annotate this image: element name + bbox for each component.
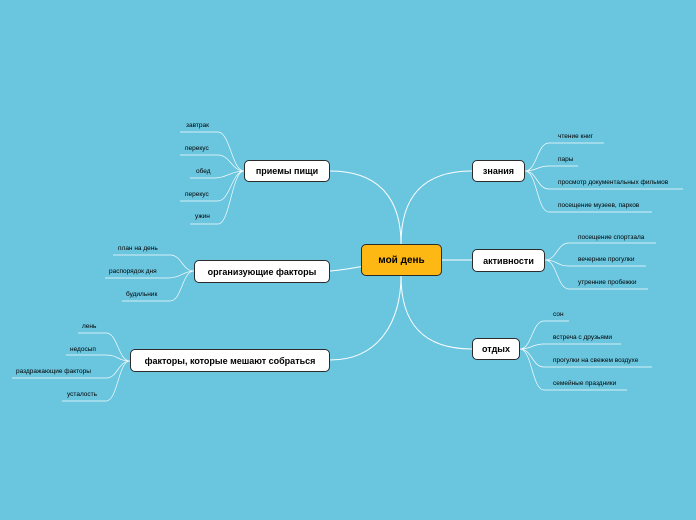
leaf-meals-snack-2[interactable]: перекус (185, 191, 209, 198)
branch-rest[interactable]: отдых (472, 338, 520, 360)
leaf-knowledge-classes[interactable]: пары (558, 156, 574, 163)
leaf-meals-dinner[interactable]: ужин (195, 213, 210, 220)
leaf-hindering-fatigue[interactable]: усталость (67, 391, 98, 398)
link-center-hindering (329, 275, 402, 361)
leaf-knowledge-documentaries[interactable]: просмотр документальных фильмов (558, 179, 669, 186)
branch-hindering[interactable]: факторы, которые мешают собраться (130, 349, 330, 372)
branch-meals[interactable]: приемы пищи (244, 160, 330, 182)
link-center-knowledge (400, 170, 473, 245)
leaf-meals-lunch[interactable]: обед (196, 168, 211, 175)
center-node[interactable]: мой день (361, 244, 442, 276)
leaf-activities-gym[interactable]: посещение спортзала (578, 234, 645, 241)
leaf-hindering-laziness[interactable]: лень (82, 323, 97, 330)
leaf-rest-sleep[interactable]: сон (553, 311, 564, 318)
leaf-knowledge-museums[interactable]: посещение музеев, парков (558, 202, 640, 209)
branch-knowledge[interactable]: знания (472, 160, 525, 182)
leaf-hindering-sleep-deprivation[interactable]: недосып (70, 346, 96, 353)
leaf-organizing-plan[interactable]: план на день (118, 245, 158, 252)
leaf-rest-family-holidays[interactable]: семейные праздники (553, 380, 617, 387)
leaf-knowledge-reading[interactable]: чтение книг (558, 133, 593, 140)
leaf-rest-friends[interactable]: встреча с друзьями (553, 334, 613, 341)
leaf-organizing-schedule[interactable]: распорядок дня (109, 268, 157, 275)
branch-organizing[interactable]: организующие факторы (194, 260, 330, 283)
leaf-activities-morning-runs[interactable]: утренние пробежки (578, 279, 637, 286)
leaf-meals-snack-1[interactable]: перекус (185, 145, 209, 152)
link-center-rest (400, 275, 473, 350)
link-center-meals (329, 170, 402, 245)
branch-activities[interactable]: активности (472, 249, 545, 272)
leaf-organizing-alarm[interactable]: будильник (126, 291, 158, 298)
leaf-meals-breakfast[interactable]: завтрак (186, 122, 209, 129)
leaf-rest-fresh-air[interactable]: прогулки на свежем воздухе (553, 357, 639, 364)
leaf-activities-evening-walks[interactable]: вечерние прогулки (578, 256, 635, 263)
leaf-hindering-irritants[interactable]: раздражающие факторы (16, 368, 91, 375)
